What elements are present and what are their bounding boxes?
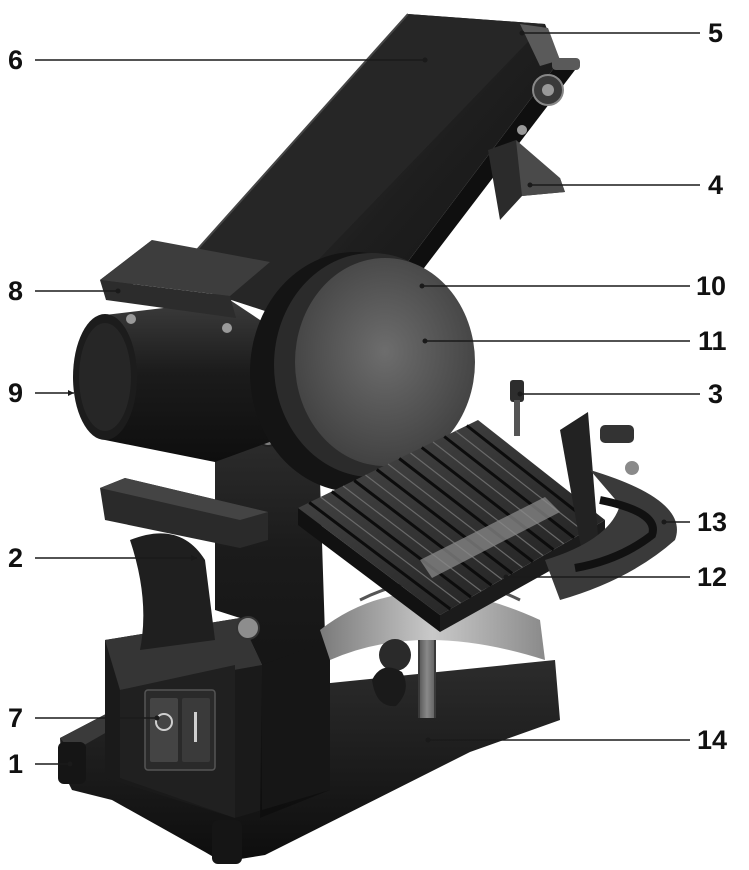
tilt-lock-knob[interactable]	[372, 667, 406, 707]
callout-6: 6	[8, 45, 428, 75]
callouts: 5 6 4 8 10 11	[8, 18, 727, 779]
support-arm	[100, 478, 268, 650]
callout-7: 7	[8, 703, 160, 733]
callout-8: 8	[8, 276, 121, 306]
work-table	[298, 420, 605, 632]
table-rib	[398, 457, 534, 563]
power-switch[interactable]	[144, 689, 216, 771]
belt-backstop	[100, 240, 270, 318]
table-rib	[353, 479, 493, 587]
callout-9: 9	[8, 378, 74, 408]
callout-11: 11	[422, 326, 727, 356]
table-rib	[308, 501, 452, 611]
table-rib	[432, 441, 565, 545]
callout-12: 12	[503, 562, 727, 592]
callout-label-2: 2	[8, 543, 23, 573]
table-lock-knob[interactable]	[510, 380, 524, 436]
callout-13: 13	[661, 507, 727, 537]
callout-3: 3	[517, 379, 723, 409]
table-rib	[443, 435, 575, 539]
table-rib	[410, 452, 544, 557]
belt-guard-bracket	[488, 125, 565, 220]
callout-label-5: 5	[708, 18, 723, 48]
table-rib	[365, 474, 503, 580]
callout-label-8: 8	[8, 276, 23, 306]
callout-10: 10	[419, 271, 726, 301]
callout-label-3: 3	[708, 379, 723, 409]
table-ribs	[308, 424, 596, 611]
callout-label-7: 7	[8, 703, 23, 733]
callout-label-13: 13	[697, 507, 727, 537]
callout-label-11: 11	[698, 326, 727, 356]
callout-2: 2	[8, 543, 197, 573]
tracking-knob[interactable]	[532, 58, 580, 106]
callout-label-4: 4	[708, 170, 723, 200]
disc-assembly	[250, 252, 475, 492]
table-rib	[387, 463, 523, 568]
table-rib	[465, 424, 596, 528]
callout-1: 1	[8, 749, 73, 779]
callout-label-6: 6	[8, 45, 23, 75]
table-rib	[455, 430, 585, 533]
callout-label-10: 10	[696, 271, 726, 301]
sander-machine	[58, 13, 677, 864]
callout-label-1: 1	[8, 749, 23, 779]
callout-label-14: 14	[697, 725, 727, 755]
callout-4: 4	[527, 170, 723, 200]
mitre-gauge[interactable]	[545, 412, 677, 600]
table-rib	[342, 485, 482, 592]
callout-5: 5	[519, 18, 723, 48]
table-rib	[420, 446, 555, 551]
table-rib	[330, 490, 472, 599]
callout-14: 14	[425, 725, 727, 755]
table-rib	[375, 468, 514, 575]
motor	[73, 300, 275, 462]
callout-label-12: 12	[697, 562, 727, 592]
callout-label-9: 9	[8, 378, 23, 408]
table-rib	[320, 496, 461, 604]
